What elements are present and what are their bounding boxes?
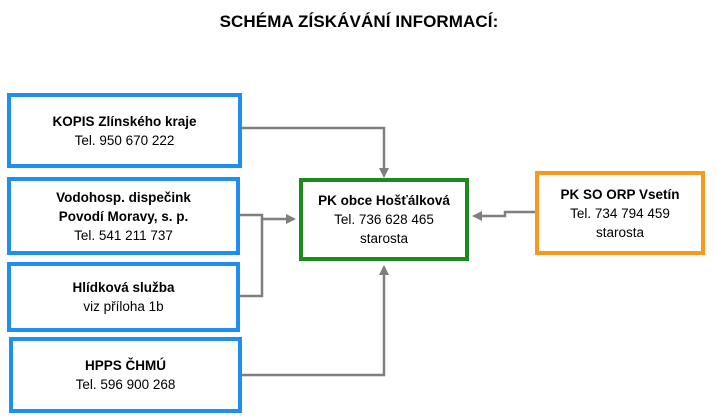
box-pk-obce-role: starosta [359, 231, 409, 246]
box-hlidkova-note: viz příloha 1b [83, 299, 164, 314]
box-pk-orp-title: PK SO ORP Vsetín [560, 186, 680, 202]
box-hpps: HPPS ČHMÚ Tel. 596 900 268 [9, 337, 242, 413]
connector-kopis-to-pk-obce [242, 126, 389, 178]
box-pk-orp-role: starosta [595, 224, 645, 240]
box-kopis-phone: Tel. 950 670 222 [74, 132, 175, 148]
box-hlidkova: Hlídková služba viz příloha 1b [7, 262, 240, 332]
box-vodohosp-title: Vodohosp. dispečink [56, 189, 191, 205]
box-pk-obce-phone: Tel. 736 628 465 [334, 212, 434, 227]
box-pk-obce: PK obce Hošťálková Tel. 736 628 465 star… [299, 178, 469, 261]
box-kopis-title: KOPIS Zlínského kraje [52, 113, 197, 129]
box-hpps-title: HPPS ČHMÚ [84, 358, 166, 373]
diagram-title: SCHÉMA ZÍSKÁVÁNÍ INFORMACÍ: [219, 12, 499, 31]
box-pk-orp: PK SO ORP Vsetín Tel. 734 794 459 staros… [535, 171, 705, 255]
box-vodohosp-subtitle: Povodí Moravy, s. p. [58, 208, 189, 224]
box-vodohosp-phone: Tel. 541 211 737 [74, 227, 173, 243]
connector-hpps-to-pk-obce [242, 265, 389, 377]
box-pk-orp-phone: Tel. 734 794 459 [570, 205, 670, 221]
connector-hlidkova-to-pk-obce [240, 219, 264, 298]
box-vodohosp: Vodohosp. dispečink Povodí Moravy, s. p.… [7, 177, 240, 255]
box-pk-obce-title: PK obce Hošťálková [318, 193, 450, 208]
connector-pk-orp-to-pk-obce [472, 210, 536, 221]
box-hlidkova-title: Hlídková služba [72, 280, 175, 295]
box-hpps-phone: Tel. 596 900 268 [75, 377, 176, 392]
connector-vodohosp-to-pk-obce [240, 213, 296, 224]
box-kopis: KOPIS Zlínského kraje Tel. 950 670 222 [7, 93, 242, 168]
